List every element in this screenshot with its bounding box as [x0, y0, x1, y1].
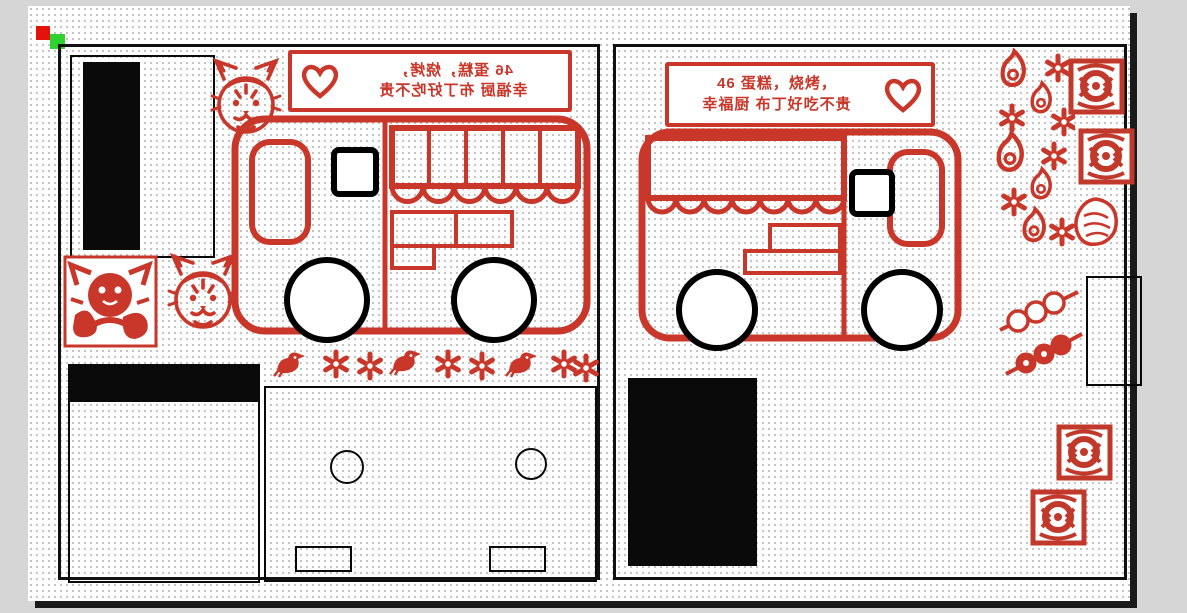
- left-sign-line1: 46 蛋糕，烧烤，: [393, 61, 513, 79]
- left-bus-sign: 46 蛋糕，烧烤， 幸福厨 布丁好吃不贵: [288, 50, 572, 112]
- food-bus-right: [638, 128, 962, 351]
- right-sheet-frame: [613, 44, 1127, 580]
- registration-mark-red: [36, 26, 50, 40]
- heart-icon: [300, 63, 340, 99]
- box-tab-left: [295, 546, 352, 572]
- right-sign-text: 46 蛋糕，烧烤， 幸福厨 布丁好吃不贵: [677, 74, 877, 115]
- right-sign-line2: 幸福厨 布丁好吃不贵: [702, 95, 852, 113]
- skewer-icon: [999, 290, 1083, 376]
- meat-icon: [1074, 197, 1118, 247]
- seal-stamp-icon: [1030, 489, 1087, 546]
- food-bus-left: [231, 115, 591, 343]
- box-hole-right: [515, 448, 547, 480]
- box-hole-left: [330, 450, 364, 484]
- left-sheet-frame: [58, 44, 600, 580]
- right-bus-sign: 46 蛋糕，烧烤， 幸福厨 布丁好吃不贵: [665, 62, 935, 127]
- right-sign-line1: 46 蛋糕，烧烤，: [717, 75, 837, 93]
- box-tab-right: [489, 546, 546, 572]
- box-template-center: [264, 386, 597, 582]
- seal-stamp-icon: [1078, 128, 1135, 185]
- right-black-panel: [628, 378, 757, 566]
- seal-stamp-icon: [1068, 58, 1125, 115]
- seal-stamp-icon: [1056, 424, 1113, 481]
- cat-stamp-icon: [63, 255, 158, 348]
- document-canvas: 46 蛋糕，烧烤， 幸福厨 布丁好吃不贵: [28, 6, 1142, 601]
- bird-flower-row: [272, 349, 602, 386]
- flame-flower-column: [990, 48, 1075, 253]
- empty-cut-rect: [1086, 276, 1142, 386]
- left-black-panel: [83, 62, 140, 250]
- left-sign-line2: 幸福厨 布丁好吃不贵: [378, 82, 528, 99]
- tiger-doodle-icon: [167, 254, 239, 329]
- box-template-left-lid: [68, 364, 260, 402]
- left-sign-text: 46 蛋糕，烧烤， 幸福厨 布丁好吃不贵: [346, 61, 560, 102]
- heart-icon: [883, 77, 923, 113]
